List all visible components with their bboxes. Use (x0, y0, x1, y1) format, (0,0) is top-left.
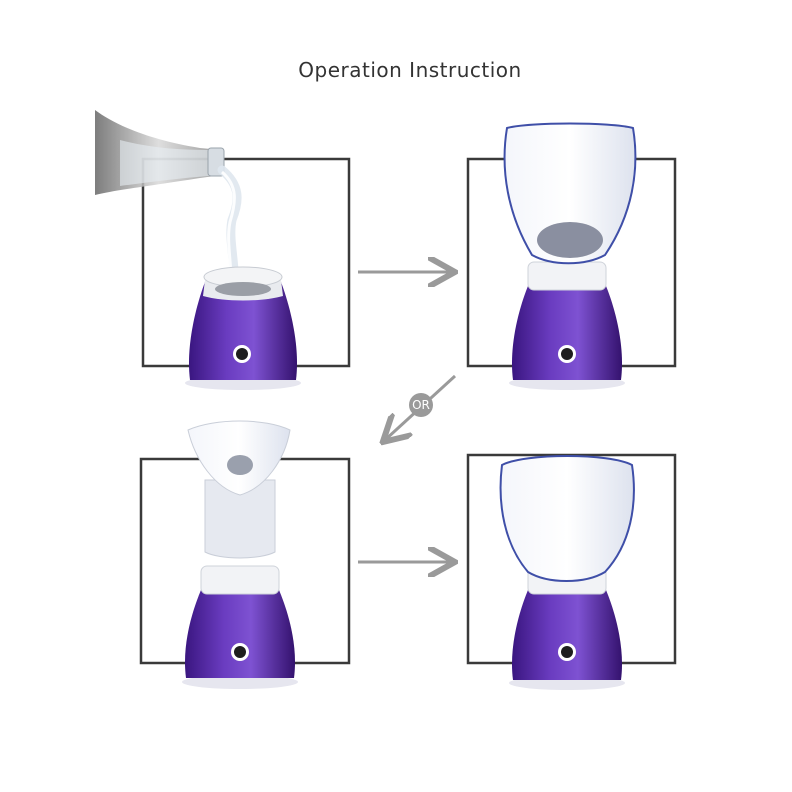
step-4-ready (466, 453, 677, 690)
face-mask-final (499, 455, 635, 582)
or-label: OR (412, 398, 430, 412)
steamer-base (185, 266, 301, 390)
nose-mask (204, 479, 276, 559)
page-title: Operation Instruction (298, 58, 522, 82)
step-1-fill-water (95, 110, 351, 390)
step-2-attach-face-mask (466, 122, 677, 390)
face-mask (503, 122, 637, 265)
water-bottle (95, 110, 225, 195)
or-arrow: OR (385, 374, 457, 440)
step-3-attach-nose-mask (139, 420, 351, 689)
